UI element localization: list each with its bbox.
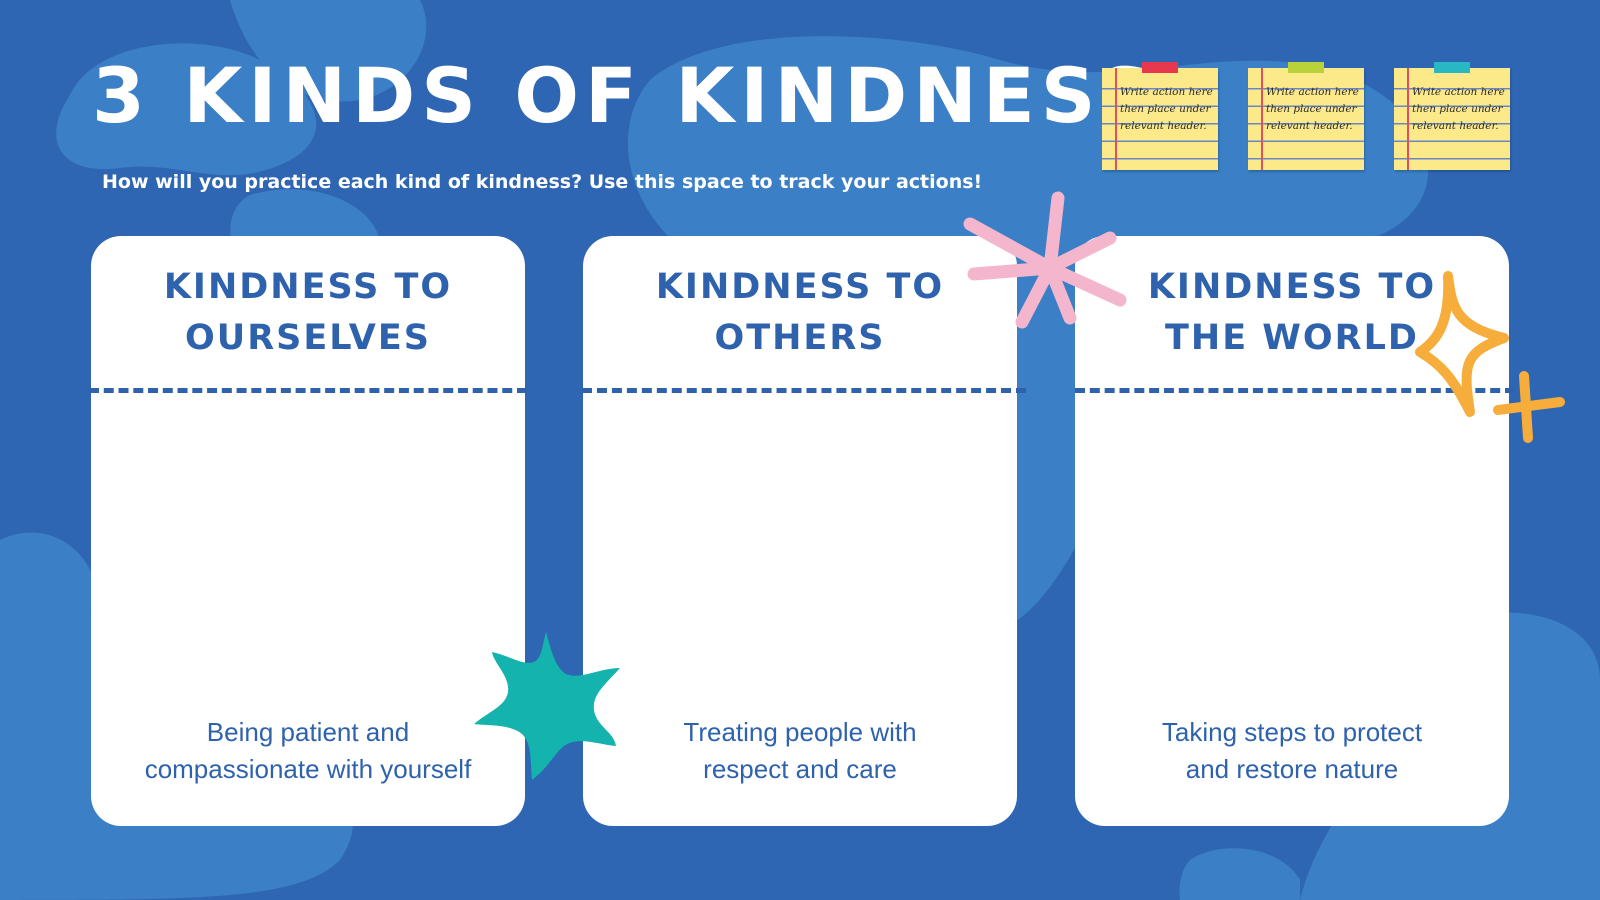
card-description-line1: Taking steps to protect [1161,717,1423,747]
card-title-line1: KINDNESS TO [655,267,945,307]
asterisk-burst-icon [963,191,1127,329]
tape-strip [1142,62,1178,73]
card-description-line2: compassionate with yourself [144,754,472,784]
tape-strip [1288,62,1324,73]
dashed-divider-others [582,388,1026,393]
card-description-line1: Being patient and [206,717,410,747]
sticky-note-3[interactable]: Write action here then place under relev… [1394,62,1510,170]
note-paper [1102,68,1218,170]
card-title: KINDNESS TO OURSELVES [91,262,525,364]
note-margin-line [1261,68,1263,170]
sticky-note-text: Write action here then place under relev… [1412,86,1505,132]
card-title-line2: OTHERS [714,318,886,358]
card-description: Treating people with respect and care [583,714,1017,788]
note-margin-line [1115,68,1117,170]
card-others[interactable]: KINDNESS TO OTHERS Treating people with … [583,236,1017,826]
card-ourselves[interactable]: KINDNESS TO OURSELVES Being patient and … [91,236,525,826]
note-margin-line [1407,68,1409,170]
card-description-line2: respect and care [703,754,897,784]
sparkle-icon [1415,271,1565,443]
sticky-note-text: Write action here then place under relev… [1120,86,1213,132]
page-subtitle: How will you practice each kind of kindn… [102,171,983,193]
dashed-divider-the-world [1075,388,1515,393]
card-title-line2: OURSELVES [185,318,431,358]
star-icon [474,632,620,780]
card-the-world[interactable]: KINDNESS TO THE WORLD Taking steps to pr… [1075,236,1509,826]
card-description: Being patient and compassionate with you… [91,714,525,788]
note-paper [1248,68,1364,170]
sticky-note-1[interactable]: Write action here then place under relev… [1102,62,1218,170]
card-title: KINDNESS TO OTHERS [583,262,1017,364]
sticky-note-text: Write action here then place under relev… [1266,86,1359,132]
tape-strip [1434,62,1470,73]
card-description: Taking steps to protect and restore natu… [1075,714,1509,788]
card-title-line1: KINDNESS TO [1147,267,1437,307]
dashed-divider-ourselves [89,388,527,393]
page-title: 3 KINDS OF KINDNESS [92,51,1159,140]
sticky-note-2[interactable]: Write action here then place under relev… [1248,62,1364,170]
note-paper [1394,68,1510,170]
card-description-line1: Treating people with [683,717,917,747]
card-title-line1: KINDNESS TO [163,267,453,307]
card-description-line2: and restore nature [1185,754,1399,784]
card-title: KINDNESS TO THE WORLD [1075,262,1509,364]
card-title-line2: THE WORLD [1165,318,1419,358]
